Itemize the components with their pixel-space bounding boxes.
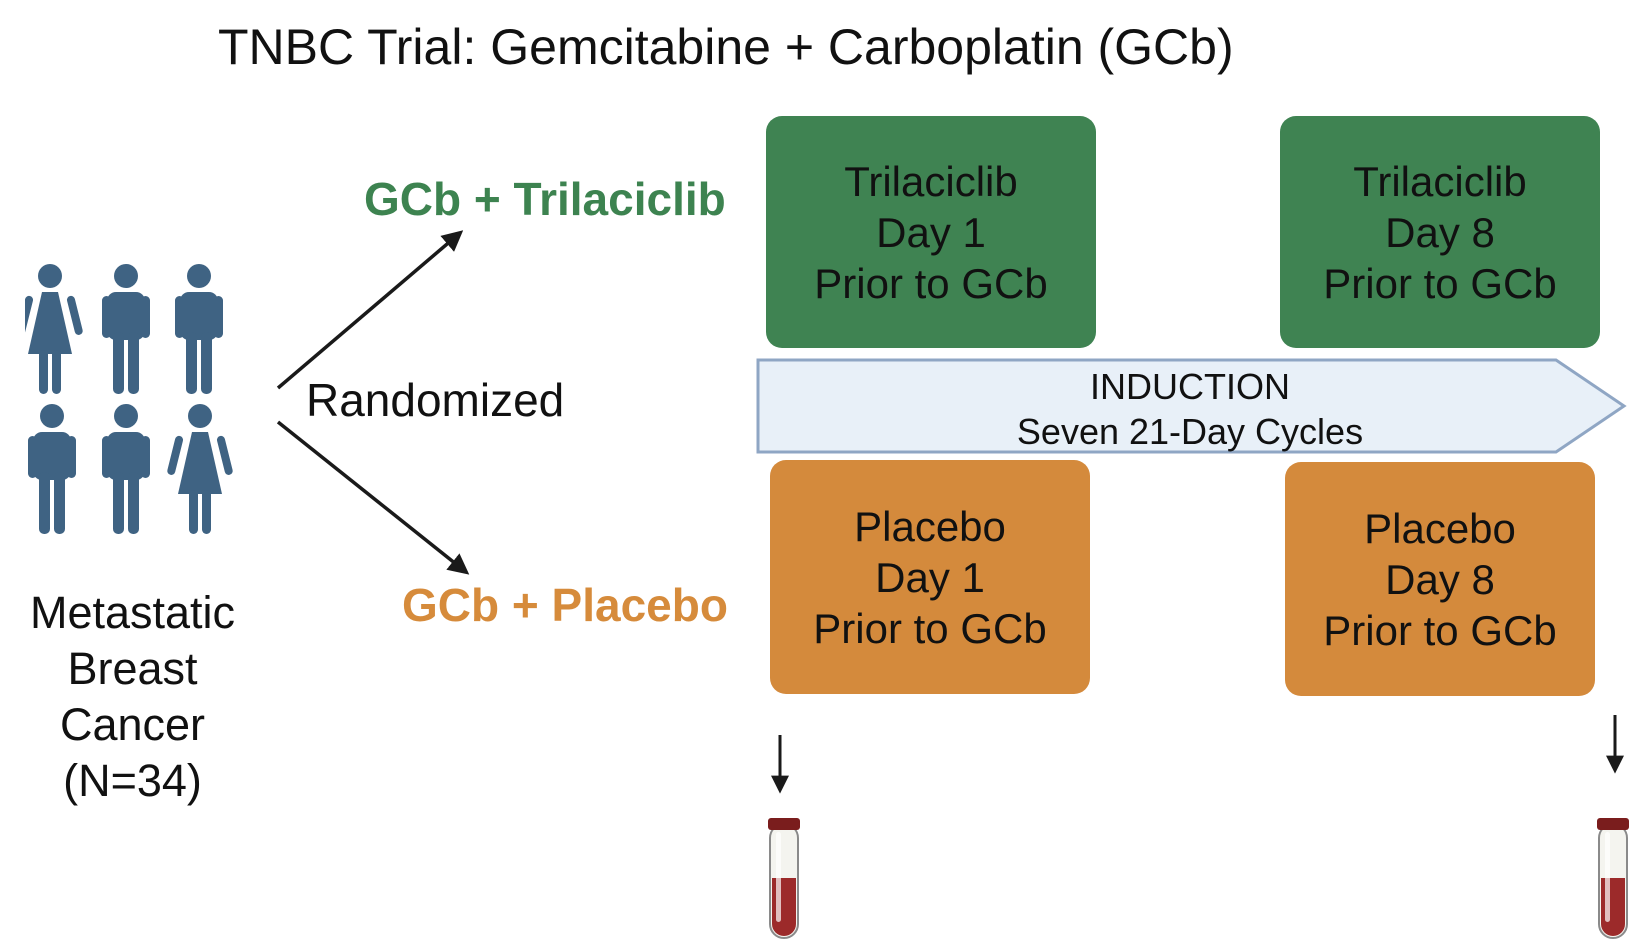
arrow-to-placebo-arm <box>276 420 470 575</box>
person-male-icon <box>28 404 76 534</box>
person-female-icon <box>166 404 234 534</box>
blood-tube-icon <box>768 818 800 939</box>
population-line: Breast <box>67 643 198 694</box>
box-line: Day 1 <box>876 208 986 256</box>
population-label: Metastatic Breast Cancer (N=34) <box>0 585 265 809</box>
blood-tube-icon <box>1597 818 1629 939</box>
box-line: Prior to GCb <box>813 604 1047 652</box>
trilaciclib-day1-box: Trilaciclib Day 1 Prior to GCb <box>766 116 1096 348</box>
induction-subtitle: Seven 21-Day Cycles <box>1016 411 1364 452</box>
induction-arrow <box>756 358 1627 454</box>
person-male-icon <box>102 264 150 394</box>
box-line: Placebo <box>1364 504 1516 552</box>
box-line: Day 8 <box>1385 555 1495 603</box>
arm-label-placebo: GCb + Placebo <box>402 579 728 631</box>
induction-label: INDUCTION Seven 21-Day Cycles <box>960 364 1420 454</box>
arm-label-trilaciclib: GCb + Trilaciclib <box>364 173 726 225</box>
randomized-label: Randomized <box>306 374 565 426</box>
box-line: Prior to GCb <box>1323 259 1557 307</box>
box-line: Day 1 <box>875 553 985 601</box>
placebo-day1-box: Placebo Day 1 Prior to GCb <box>770 460 1090 694</box>
placebo-day8-box: Placebo Day 8 Prior to GCb <box>1285 462 1595 696</box>
patient-group-icon <box>25 264 234 534</box>
induction-title: INDUCTION <box>1090 366 1290 407</box>
box-line: Prior to GCb <box>1323 606 1557 654</box>
box-line: Day 8 <box>1385 208 1495 256</box>
person-male-icon <box>175 264 223 394</box>
person-female-icon <box>25 264 84 394</box>
population-line: (N=34) <box>63 755 202 806</box>
trilaciclib-day8-box: Trilaciclib Day 8 Prior to GCb <box>1280 116 1600 348</box>
person-male-icon <box>102 404 150 534</box>
population-line: Cancer <box>59 699 206 750</box>
box-line: Placebo <box>854 502 1006 550</box>
box-line: Trilaciclib <box>1353 157 1527 205</box>
box-line: Prior to GCb <box>814 259 1048 307</box>
arrow-to-trilaciclib-arm <box>276 230 464 390</box>
diagram-title: TNBC Trial: Gemcitabine + Carboplatin (G… <box>218 19 1234 75</box>
box-line: Trilaciclib <box>844 157 1018 205</box>
population-line: Metastatic <box>29 587 236 638</box>
